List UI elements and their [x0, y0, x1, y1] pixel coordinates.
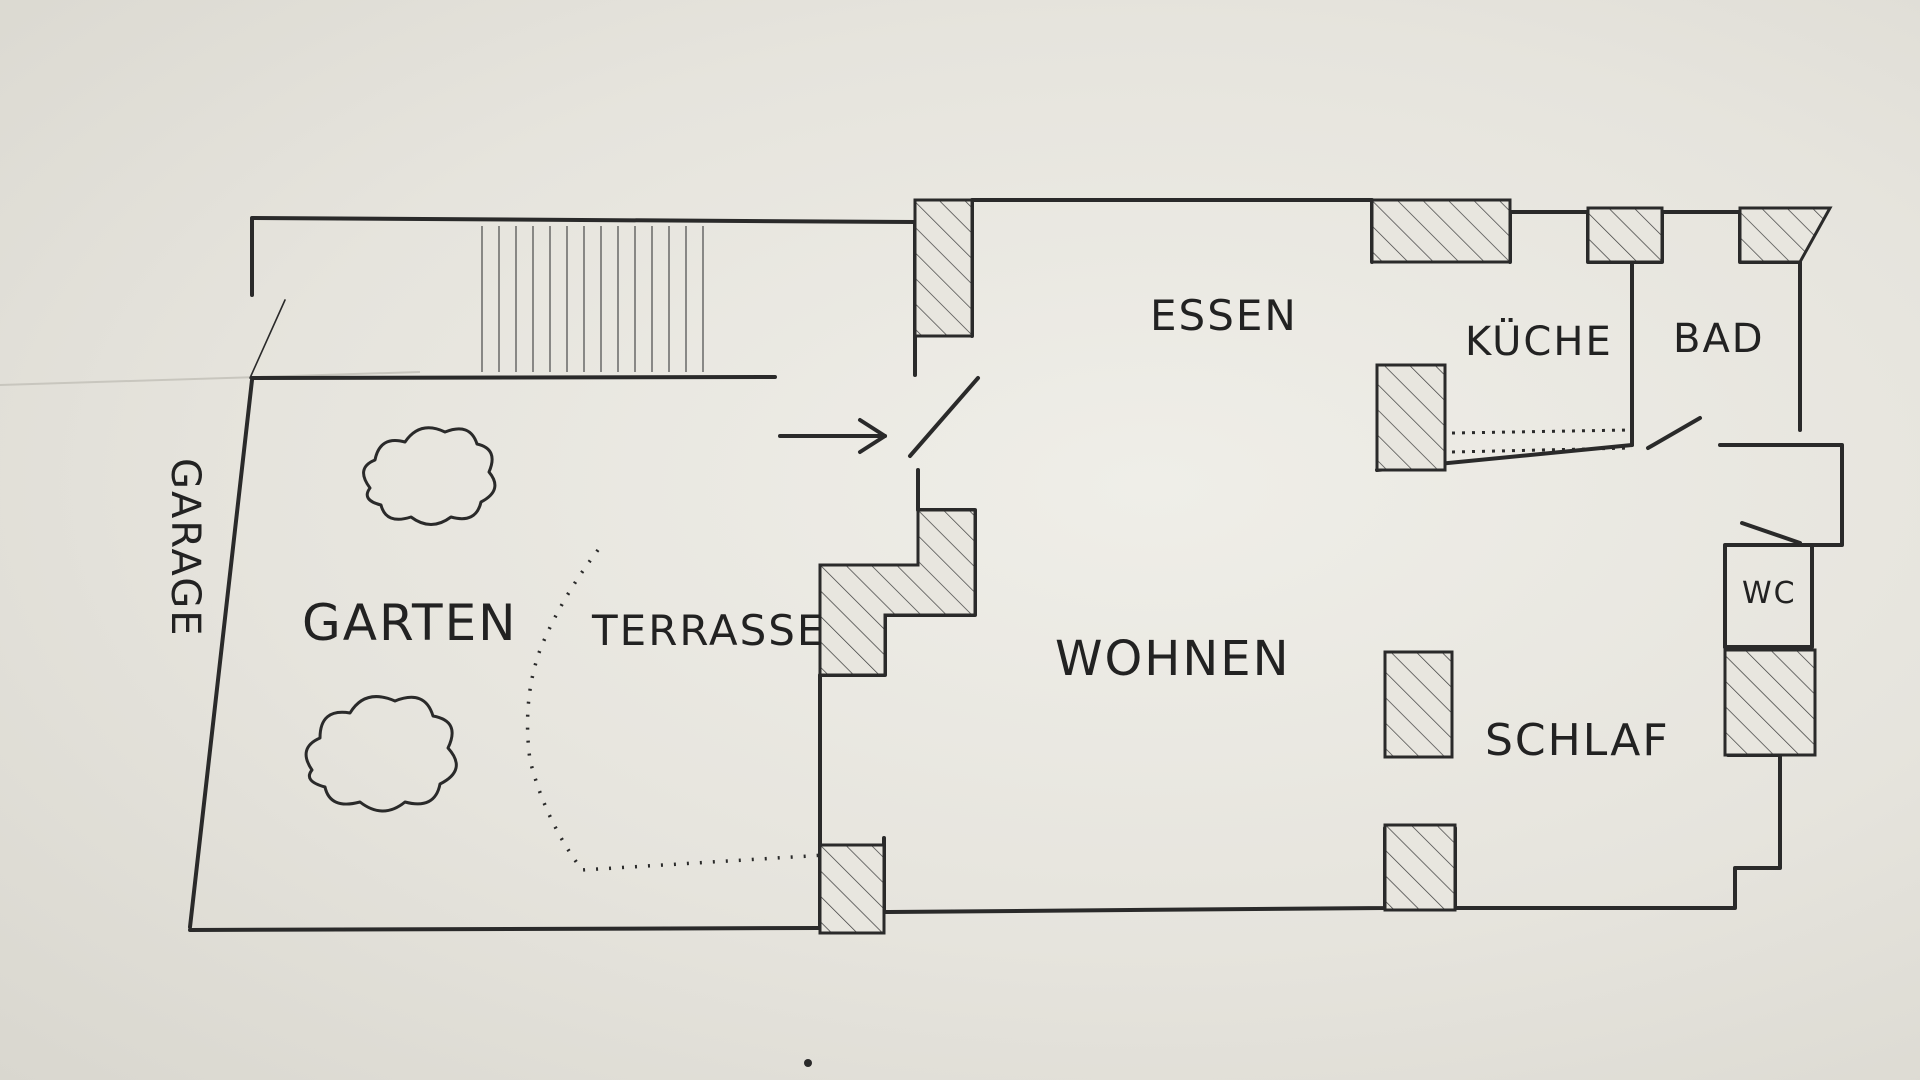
garage-wall — [188, 216, 917, 932]
bathroom-label: BAD — [1673, 316, 1765, 362]
dining-label: ESSEN — [1150, 291, 1298, 340]
stairs — [481, 226, 704, 372]
garage-label: GARAGE — [162, 458, 208, 637]
living-label: WOHNEN — [1055, 631, 1290, 687]
garden-label: GARTEN — [302, 594, 518, 652]
entrance-arrow-icon — [778, 418, 887, 454]
hatched-walls — [818, 198, 1833, 935]
bedroom-label: SCHLAF — [1485, 715, 1670, 766]
tree-icon — [362, 426, 497, 526]
pencil-dot — [804, 1059, 812, 1067]
paper-fold — [0, 371, 421, 386]
kitchen-counter — [1451, 428, 1633, 454]
tree-icon — [304, 695, 458, 813]
wc-label: WC — [1742, 576, 1797, 611]
terrace-label: TERRASSE — [591, 606, 825, 655]
doors — [908, 376, 1802, 545]
kitchen-label: KÜCHE — [1465, 317, 1613, 365]
terrace-boundary — [525, 548, 826, 872]
